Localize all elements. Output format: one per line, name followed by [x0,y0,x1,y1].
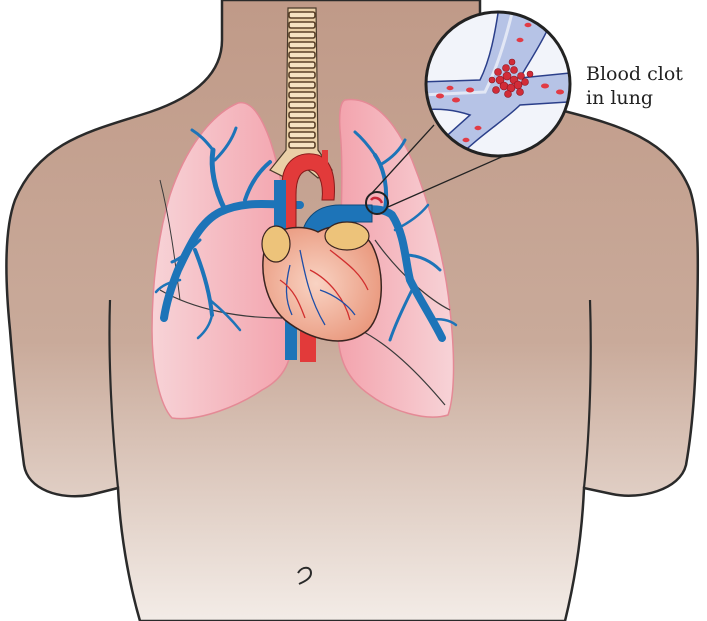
clot-label-line2: in lung [586,87,653,109]
clot-label: Blood clot in lung [586,63,683,109]
clot-label-line1: Blood clot [586,63,683,85]
left-atrium [325,222,369,250]
right-atrium [262,226,290,262]
